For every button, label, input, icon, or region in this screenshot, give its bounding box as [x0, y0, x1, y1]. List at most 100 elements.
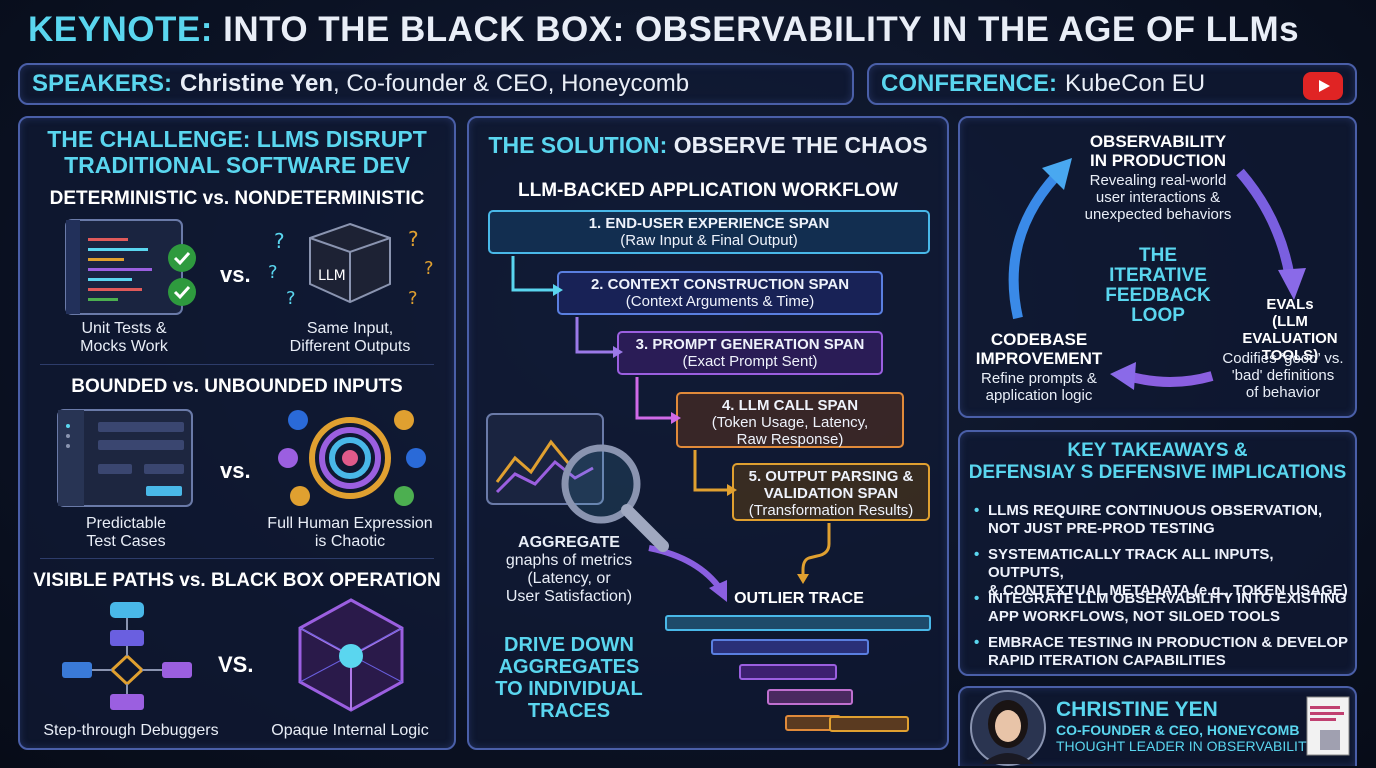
predictable-caption: Predictable Test Cases	[56, 515, 196, 551]
span-sub: (Exact Prompt Sent)	[682, 353, 818, 370]
section-deterministic-heading: DETERMINISTIC vs. NONDETERMINISTIC	[49, 188, 425, 209]
form-icon	[57, 409, 193, 507]
svg-text:?: ?	[286, 288, 296, 309]
takeaway-line: LLMS REQUIRE CONTINUOUS OBSERVATION,	[988, 502, 1323, 519]
takeaway-line: NOT JUST PRE-PROD TESTING	[988, 520, 1215, 537]
caption-line: Different Outputs	[289, 338, 411, 355]
flowchart-icon	[62, 602, 192, 710]
span-context[interactable]: 2. CONTEXT CONSTRUCTION SPAN (Context Ar…	[557, 271, 883, 315]
span-end-user[interactable]: 1. END-USER EXPERIENCE SPAN (Raw Input &…	[488, 210, 930, 254]
loop-line: FEEDBACK	[1105, 285, 1211, 306]
codebase-title: CODEBASE IMPROVEMENT	[964, 330, 1114, 368]
codebase-desc: Refine prompts & application logic	[964, 370, 1114, 404]
code-editor-icon	[65, 219, 196, 315]
loop-line: IN PRODUCTION	[1090, 151, 1226, 170]
caption-line: Mocks Work	[80, 338, 168, 355]
llm-cube-icon: ? ? ? ? ? ? LLM	[268, 222, 434, 309]
section-visible-heading: VISIBLE PATHS vs. BLACK BOX OPERATION	[33, 570, 441, 591]
solution-panel: THE SOLUTION: OBSERVE THE CHAOS LLM-BACK…	[467, 116, 949, 750]
solution-title-rest: OBSERVE THE CHAOS	[673, 132, 928, 158]
takeaway-line: RAPID ITERATION CAPABILITIES	[988, 652, 1226, 669]
loop-line: 'bad' definitions	[1231, 367, 1335, 384]
takeaways-title: KEY TAKEAWAYS & DEFENSIAY S DEFENSIVE IM…	[960, 440, 1355, 484]
loop-line: IMPROVEMENT	[975, 349, 1103, 368]
span-title: 3. PROMPT GENERATION SPAN	[635, 336, 865, 353]
span-prompt[interactable]: 3. PROMPT GENERATION SPAN (Exact Prompt …	[617, 331, 883, 375]
span-connectors	[511, 256, 831, 602]
trace-bar-6	[829, 716, 909, 732]
conference-label: CONFERENCE:	[881, 70, 1058, 97]
speakers-bar: SPEAKERS: Christine Yen , Co-founder & C…	[18, 63, 854, 105]
span-sub: (Raw Input & Final Output)	[620, 232, 798, 249]
unit-tests-caption: Unit Tests & Mocks Work	[54, 320, 194, 356]
outlier-trace-title: OUTLIER TRACE	[734, 590, 864, 607]
solution-title-prefix: THE SOLUTION:	[488, 132, 668, 158]
loop-line: TOOLS)	[1261, 347, 1319, 364]
takeaway-item: INTEGRATE LLM OBSERVABILITY INTO EXISTIN…	[974, 590, 1352, 626]
caption-line: Predictable	[85, 515, 167, 532]
drive-line: TRACES	[527, 700, 611, 722]
loop-line: THE	[1139, 245, 1177, 266]
conference-name: KubeCon EU	[1065, 70, 1206, 97]
avatar	[970, 690, 1046, 766]
takeaway-line: EMBRACE TESTING IN PRODUCTION & DEVELOP	[988, 634, 1349, 651]
takeaway-line: SYSTEMATICALLY TRACK ALL INPUTS, OUTPUTS…	[988, 546, 1274, 581]
aggregate-line: gnaphs of metrics	[505, 552, 633, 569]
loop-line: OBSERVABILITY	[1089, 132, 1227, 151]
span-title: 1. END-USER EXPERIENCE SPAN	[588, 215, 830, 232]
svg-text:?: ?	[274, 229, 285, 253]
youtube-icon[interactable]	[1303, 72, 1343, 100]
conference-bar: CONFERENCE: KubeCon EU	[867, 63, 1357, 105]
cube-label: LLM	[318, 268, 346, 284]
opaque-caption: Opaque Internal Logic	[271, 722, 429, 739]
loop-line: Codifies ‘good’ vs.	[1222, 350, 1344, 367]
span-sub: (Context Arguments & Time)	[625, 293, 815, 310]
speaker-card-tagline: THOUGHT LEADER IN OBSERVABILITY	[1056, 738, 1316, 754]
challenge-title: THE CHALLENGE: LLMS DISRUPT TRADITIONAL …	[20, 126, 454, 178]
page-title: KEYNOTE: INTO THE BLACK BOX: OBSERVABILI…	[28, 10, 1358, 56]
solution-title: THE SOLUTION: OBSERVE THE CHAOS	[469, 132, 947, 159]
debuggers-caption: Step-through Debuggers	[43, 722, 219, 739]
loop-line: ITERATIVE	[1109, 265, 1207, 286]
speakers-label: SPEAKERS:	[32, 70, 173, 97]
challenge-panel: THE CHALLENGE: LLMS DISRUPT TRADITIONAL …	[18, 116, 456, 750]
workflow-title: LLM-BACKED APPLICATION WORKFLOW	[518, 180, 898, 201]
caption-line: Unit Tests &	[81, 320, 167, 337]
chaotic-swirl-icon	[278, 410, 426, 506]
vs-label-2: vs.	[220, 458, 251, 483]
span-llm-call[interactable]: 4. LLM CALL SPAN (Token Usage, Latency, …	[676, 392, 904, 448]
takeaway-item: LLMS REQUIRE CONTINUOUS OBSERVATION, NOT…	[974, 502, 1352, 538]
loop-line: user interactions &	[1095, 189, 1221, 206]
magnifier-dashboard-icon	[486, 413, 669, 552]
svg-text:?: ?	[268, 262, 278, 283]
evals-desc: Codifies ‘good’ vs. 'bad' definitions of…	[1210, 350, 1356, 401]
trace-bar-4	[767, 689, 853, 705]
loop-line: unexpected behaviors	[1084, 206, 1232, 223]
aggregate-line: User Satisfaction)	[505, 588, 633, 605]
span-sub: (Token Usage, Latency,	[711, 414, 869, 431]
loop-line: LOOP	[1131, 305, 1185, 326]
section-divider	[40, 364, 434, 365]
observability-prod-desc: Revealing real-world user interactions &…	[1060, 172, 1256, 223]
svg-text:?: ?	[424, 258, 434, 279]
speaker-role: , Co-founder & CEO, Honeycomb	[332, 70, 690, 97]
title-text: INTO THE BLACK BOX: OBSERVABILITY IN THE…	[223, 10, 1300, 49]
takeaway-line: INTEGRATE LLM OBSERVABILITY INTO EXISTIN…	[988, 590, 1347, 607]
loop-arrows	[1008, 158, 1306, 390]
loop-line: Revealing real-world	[1089, 172, 1227, 189]
loop-center-title: THE ITERATIVE FEEDBACK LOOP	[1096, 246, 1220, 326]
caption-line: Same Input,	[306, 320, 394, 337]
loop-line: EVALs	[1266, 296, 1314, 313]
section-divider	[40, 558, 434, 559]
challenge-title-line2: TRADITIONAL SOFTWARE DEV	[64, 152, 410, 178]
aggregate-label: AGGREGATE gnaphs of metrics (Latency, or…	[479, 534, 659, 606]
span-title: 4. LLM CALL SPAN	[721, 397, 859, 414]
trace-bar-2	[711, 639, 869, 655]
takeaway-line: APP WORKFLOWS, NOT SILOED TOOLS	[988, 608, 1280, 625]
takeaway-item: EMBRACE TESTING IN PRODUCTION & DEVELOP …	[974, 634, 1352, 670]
span-sub: (Transformation Results)	[748, 502, 914, 519]
drive-down-label: DRIVE DOWN AGGREGATES TO INDIVIDUAL TRAC…	[479, 634, 659, 722]
loop-line: of behavior	[1245, 384, 1321, 401]
span-output-parsing[interactable]: 5. OUTPUT PARSING & VALIDATION SPAN (Tra…	[732, 463, 930, 521]
challenge-title-line1: THE CHALLENGE: LLMS DISRUPT	[47, 126, 427, 152]
